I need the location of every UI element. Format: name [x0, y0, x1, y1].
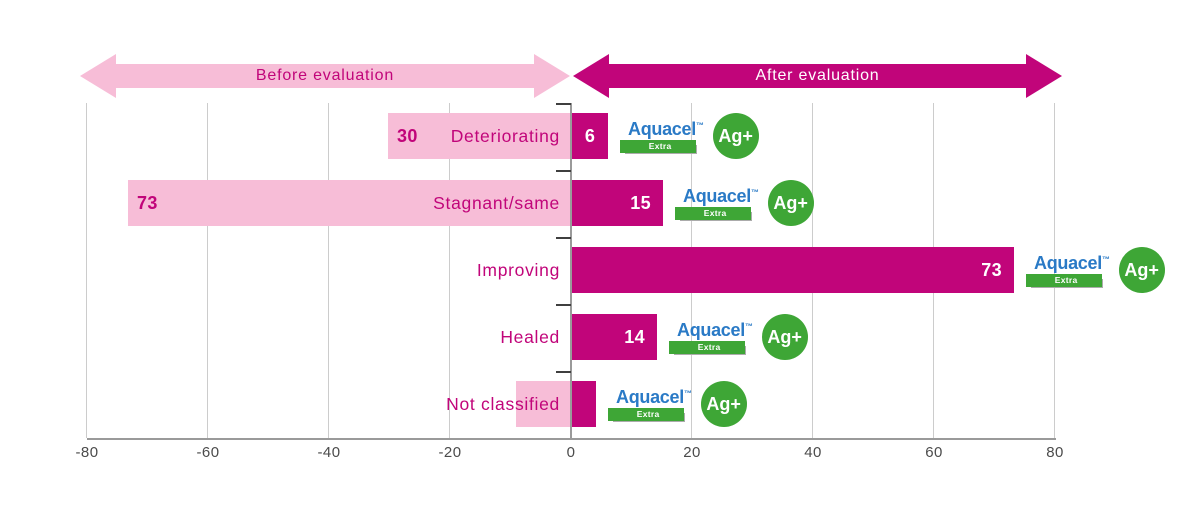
category-label: Deteriorating: [450, 125, 560, 146]
x-tick-label: -80: [75, 444, 99, 461]
x-tick-label: 0: [566, 444, 576, 461]
gridline: [1054, 103, 1055, 438]
zero-axis-tick: [556, 103, 571, 105]
extra-banner: Extra: [1026, 273, 1102, 287]
x-axis-line: [87, 438, 1056, 440]
after-bar: 73: [572, 247, 1014, 293]
aquacel-logo: Aquacel™ Extra Ag+: [608, 381, 747, 427]
before-evaluation-label: Before evaluation: [255, 67, 395, 84]
x-tick-label: -20: [438, 444, 462, 461]
bar-value-label: 73: [137, 192, 158, 213]
before-bar: [516, 381, 570, 427]
bar-value-label: 30: [397, 125, 418, 146]
variant-label: Extra: [636, 409, 660, 419]
trademark-symbol: ™: [695, 120, 704, 130]
aquacel-wordmark: Aquacel™ Extra: [620, 118, 704, 153]
category-label: Not classified: [446, 393, 560, 414]
brand-name: Aquacel: [683, 185, 751, 206]
after-bar: 6: [572, 113, 608, 159]
row-stagnant-same: 73 Stagnant/same 15 Aquacel™ Extra Ag+: [0, 180, 1198, 226]
bar-value-label: 14: [624, 326, 645, 347]
x-tick-label: -40: [317, 444, 341, 461]
badge-label: Ag+: [773, 192, 808, 213]
brand-name: Aquacel: [677, 319, 745, 340]
trademark-symbol: ™: [750, 187, 759, 197]
aquacel-logo: Aquacel™ Extra Ag+: [675, 180, 814, 226]
arrow-shaft: [114, 64, 536, 88]
extra-banner: Extra: [620, 139, 696, 153]
row-improving: Improving 73 Aquacel™ Extra Ag+: [0, 247, 1198, 293]
row-healed: Healed 14 Aquacel™ Extra Ag+: [0, 314, 1198, 360]
ag-plus-badge: Ag+: [1118, 247, 1165, 293]
after-bar: 15: [572, 180, 663, 226]
trademark-symbol: ™: [744, 321, 753, 331]
badge-label: Ag+: [718, 125, 753, 146]
trademark-symbol: ™: [1101, 254, 1110, 264]
gridline: [86, 103, 87, 438]
bar-value-label: 15: [630, 192, 651, 213]
zero-gridline: [570, 103, 572, 438]
aquacel-wordmark: Aquacel™ Extra: [669, 319, 753, 354]
gridline: [207, 103, 208, 438]
gridline: [328, 103, 329, 438]
x-tick-label: 20: [683, 444, 701, 461]
category-label: Stagnant/same: [433, 192, 560, 213]
bar-value-label: 6: [584, 125, 596, 146]
brand-name: Aquacel: [1034, 252, 1102, 273]
ag-plus-badge: Ag+: [712, 113, 759, 159]
brand-name: Aquacel: [628, 118, 696, 139]
aquacel-logo: Aquacel™ Extra Ag+: [1026, 247, 1165, 293]
variant-label: Extra: [703, 208, 727, 218]
x-tick-label: 40: [804, 444, 822, 461]
arrow-right-head-icon: [534, 54, 570, 98]
after-evaluation-label: After evaluation: [755, 67, 880, 84]
aquacel-wordmark: Aquacel™ Extra: [608, 386, 692, 421]
category-label: Healed: [500, 326, 560, 347]
row-not-classified: Not classified Aquacel™ Extra Ag+: [0, 381, 1198, 427]
category-label: Improving: [476, 259, 560, 280]
aquacel-logo: Aquacel™ Extra Ag+: [669, 314, 808, 360]
before-evaluation-arrow: Before evaluation: [80, 54, 570, 98]
ag-plus-badge: Ag+: [761, 314, 808, 360]
zero-axis-tick: [556, 237, 571, 239]
aquacel-logo: Aquacel™ Extra Ag+: [620, 113, 759, 159]
gridline: [449, 103, 450, 438]
badge-label: Ag+: [1124, 259, 1159, 280]
before-bar: 73: [128, 180, 570, 226]
arrow-left-head-icon: [573, 54, 609, 98]
variant-label: Extra: [648, 141, 672, 151]
x-tick-label: 80: [1046, 444, 1064, 461]
extra-banner: Extra: [675, 206, 751, 220]
trademark-symbol: ™: [683, 388, 692, 398]
variant-label: Extra: [1054, 275, 1078, 285]
after-evaluation-arrow: After evaluation: [573, 54, 1062, 98]
extra-banner: Extra: [608, 407, 684, 421]
brand-name: Aquacel: [616, 386, 684, 407]
x-tick-label: 60: [925, 444, 943, 461]
aquacel-wordmark: Aquacel™ Extra: [675, 185, 759, 220]
badge-label: Ag+: [767, 326, 802, 347]
zero-axis-tick: [556, 304, 571, 306]
before-bar: 30: [388, 113, 570, 159]
badge-label: Ag+: [706, 393, 741, 414]
bar-value-label: 73: [981, 259, 1002, 280]
variant-label: Extra: [697, 342, 721, 352]
zero-axis-tick: [556, 170, 571, 172]
arrow-shaft: [607, 64, 1028, 88]
x-tick-label: -60: [196, 444, 220, 461]
row-deteriorating: 30 Deteriorating 6 Aquacel™ Extra Ag+: [0, 113, 1198, 159]
arrow-right-head-icon: [1026, 54, 1062, 98]
arrow-left-head-icon: [80, 54, 116, 98]
ag-plus-badge: Ag+: [700, 381, 747, 427]
after-bar: 14: [572, 314, 657, 360]
zero-axis-tick: [556, 371, 571, 373]
extra-banner: Extra: [669, 340, 745, 354]
ag-plus-badge: Ag+: [767, 180, 814, 226]
aquacel-wordmark: Aquacel™ Extra: [1026, 252, 1110, 287]
after-bar: [572, 381, 596, 427]
